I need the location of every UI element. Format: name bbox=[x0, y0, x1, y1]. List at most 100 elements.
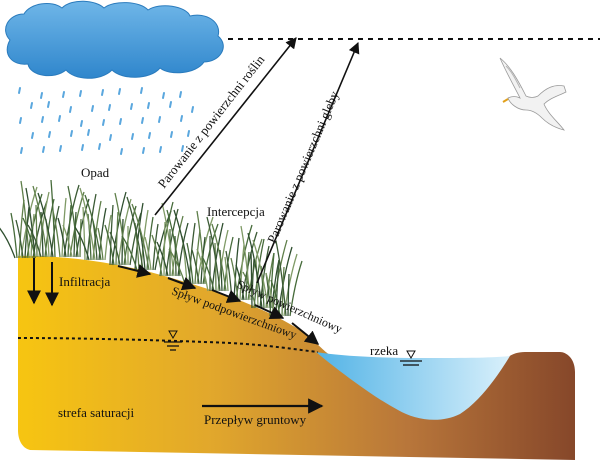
grass-blade bbox=[235, 264, 245, 301]
rain-drops bbox=[18, 87, 194, 155]
grass-blade bbox=[129, 212, 142, 266]
rain-drop bbox=[80, 120, 83, 127]
interception-label: Intercepcja bbox=[207, 204, 265, 219]
rain-drop bbox=[180, 115, 183, 122]
rain-drop bbox=[179, 91, 182, 98]
grass-blade bbox=[97, 227, 104, 261]
soil-body bbox=[18, 255, 575, 460]
saturation-zone-label: strefa saturacji bbox=[58, 405, 135, 420]
rain-drop bbox=[69, 106, 72, 113]
rain-drop bbox=[81, 144, 84, 151]
rain-drop bbox=[140, 87, 143, 94]
rain-drop bbox=[130, 103, 133, 110]
grass-blade bbox=[163, 221, 166, 277]
grass-blade bbox=[22, 217, 36, 258]
grass-blade bbox=[57, 217, 67, 258]
grass-blade bbox=[289, 260, 303, 317]
grass-blade bbox=[131, 203, 150, 271]
precipitation-label: Opad bbox=[81, 165, 110, 180]
grass-blade bbox=[86, 193, 97, 261]
rain-drop bbox=[147, 102, 150, 109]
rain-drop bbox=[118, 88, 121, 95]
grass-blade bbox=[84, 194, 102, 261]
grass-blade bbox=[206, 216, 221, 292]
rain-drop bbox=[159, 146, 162, 153]
grass-blade bbox=[287, 273, 290, 317]
rain-drop bbox=[102, 119, 105, 126]
grass-blade bbox=[224, 256, 229, 292]
river-water bbox=[316, 352, 510, 420]
rain-drop bbox=[62, 91, 65, 98]
rain-drop bbox=[191, 106, 194, 113]
grass-blade bbox=[109, 204, 114, 266]
rain-drop bbox=[41, 116, 44, 123]
grass-blade bbox=[250, 251, 253, 309]
grass-blade bbox=[15, 219, 24, 259]
grass-blade bbox=[74, 226, 90, 261]
grass-blade bbox=[126, 196, 144, 271]
rain-drop bbox=[98, 143, 101, 150]
plant-evaporation-arrow bbox=[154, 37, 297, 216]
grass-blade bbox=[173, 209, 192, 285]
grass-blade bbox=[219, 249, 223, 292]
grass-blade bbox=[211, 223, 227, 292]
grass-blade bbox=[242, 271, 257, 309]
soil-evaporation-label: Parowanie z powierzchni gleby bbox=[264, 88, 342, 245]
grass-blade bbox=[35, 204, 38, 258]
grass-blade bbox=[104, 224, 115, 266]
rain-drop bbox=[59, 145, 62, 152]
rain-drop bbox=[131, 133, 134, 140]
grass-blade bbox=[114, 192, 127, 266]
river-level-symbol-icon bbox=[400, 350, 422, 366]
soil-evaporation-arrow bbox=[256, 41, 360, 284]
grass-blade bbox=[252, 239, 269, 309]
grass-blade bbox=[79, 187, 96, 261]
rain-drop bbox=[108, 104, 111, 111]
grass-blade bbox=[115, 211, 119, 266]
grass-blade bbox=[62, 224, 73, 258]
grass-blade bbox=[161, 202, 175, 277]
rain-drop bbox=[79, 90, 82, 97]
grass-blade bbox=[40, 211, 44, 258]
rain-drop bbox=[47, 101, 50, 108]
grass-blade bbox=[121, 235, 138, 271]
rain-drop bbox=[170, 131, 173, 138]
grass-blade bbox=[82, 206, 86, 261]
rain-drop bbox=[91, 105, 94, 112]
rain-drop bbox=[142, 147, 145, 154]
rain-drop bbox=[31, 132, 34, 139]
rain-drop bbox=[42, 146, 45, 153]
rain-drop bbox=[20, 147, 23, 154]
rain-drop bbox=[87, 129, 90, 136]
rain-drop bbox=[120, 148, 123, 155]
rain-drop bbox=[187, 130, 190, 137]
rain-drop bbox=[162, 92, 165, 99]
grass-blade bbox=[52, 210, 61, 258]
grass-blade bbox=[196, 248, 209, 292]
rain-drop bbox=[169, 101, 172, 108]
grass-blade bbox=[61, 197, 67, 258]
rain-drop bbox=[30, 102, 33, 109]
rain-drop bbox=[158, 116, 161, 123]
grass-vegetation bbox=[0, 179, 303, 317]
rain-drop bbox=[101, 89, 104, 96]
grass-blade bbox=[275, 240, 287, 317]
grass-blade bbox=[27, 224, 42, 258]
grass-blade bbox=[247, 232, 263, 309]
infiltration-label: Infiltracja bbox=[59, 274, 110, 289]
grass-blade bbox=[25, 187, 36, 259]
rain-drop bbox=[148, 132, 151, 139]
rain-drop bbox=[18, 87, 21, 94]
rain-drop bbox=[181, 145, 184, 152]
rain-drop bbox=[19, 117, 22, 124]
grass-blade bbox=[214, 242, 217, 292]
grass-blade bbox=[67, 204, 72, 258]
grass-blade bbox=[134, 202, 144, 271]
rain-drop bbox=[70, 130, 73, 137]
rain-drop bbox=[48, 131, 51, 138]
grass-blade bbox=[174, 235, 177, 277]
grass-blade bbox=[109, 231, 121, 266]
cloud-icon bbox=[5, 0, 224, 79]
grass-blade bbox=[20, 180, 30, 259]
